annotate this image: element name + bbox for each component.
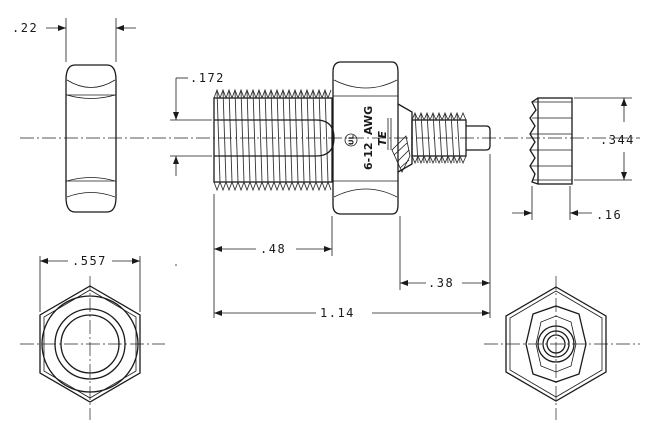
- dim-across-flats: .557: [39, 254, 141, 312]
- nut-side-view: [65, 64, 117, 213]
- dim-overall-length-label: 1.14: [320, 306, 355, 320]
- dim-washer-diameter: .344: [574, 97, 635, 181]
- washer-side-view: [529, 97, 573, 185]
- dim-overall-length: 1.14: [214, 306, 490, 320]
- listing-mark: UL: [348, 134, 356, 145]
- dim-thread-offset-label: .172: [190, 71, 225, 85]
- dim-right-thread-length-label: .38: [428, 276, 454, 290]
- dim-washer-thickness: .16: [512, 186, 622, 222]
- wire-unit-mark: AWG: [362, 106, 375, 135]
- dim-left-thread-length-label: .48: [260, 242, 286, 256]
- dim-across-flats-label: .557: [72, 254, 107, 268]
- dim-washer-diameter-label: .344: [600, 133, 635, 147]
- body-markings: UL 6-12 AWG TE: [344, 106, 392, 170]
- connector-side-view: [213, 61, 491, 215]
- dim-left-thread-length: .48: [213, 194, 333, 318]
- dim-washer-thickness-label: .16: [596, 208, 622, 222]
- stud-end-view: [505, 286, 607, 402]
- dim-nut-thickness: .22: [12, 18, 136, 62]
- dim-right-thread-length: .38: [399, 154, 491, 318]
- wire-range-mark: 6-12: [362, 142, 375, 170]
- dim-thread-offset: .172: [170, 71, 225, 176]
- connector-end-view: [39, 285, 141, 403]
- dim-nut-thickness-label: .22: [12, 21, 38, 35]
- brand-mark: TE: [376, 130, 389, 146]
- drawing-speck: [175, 264, 177, 266]
